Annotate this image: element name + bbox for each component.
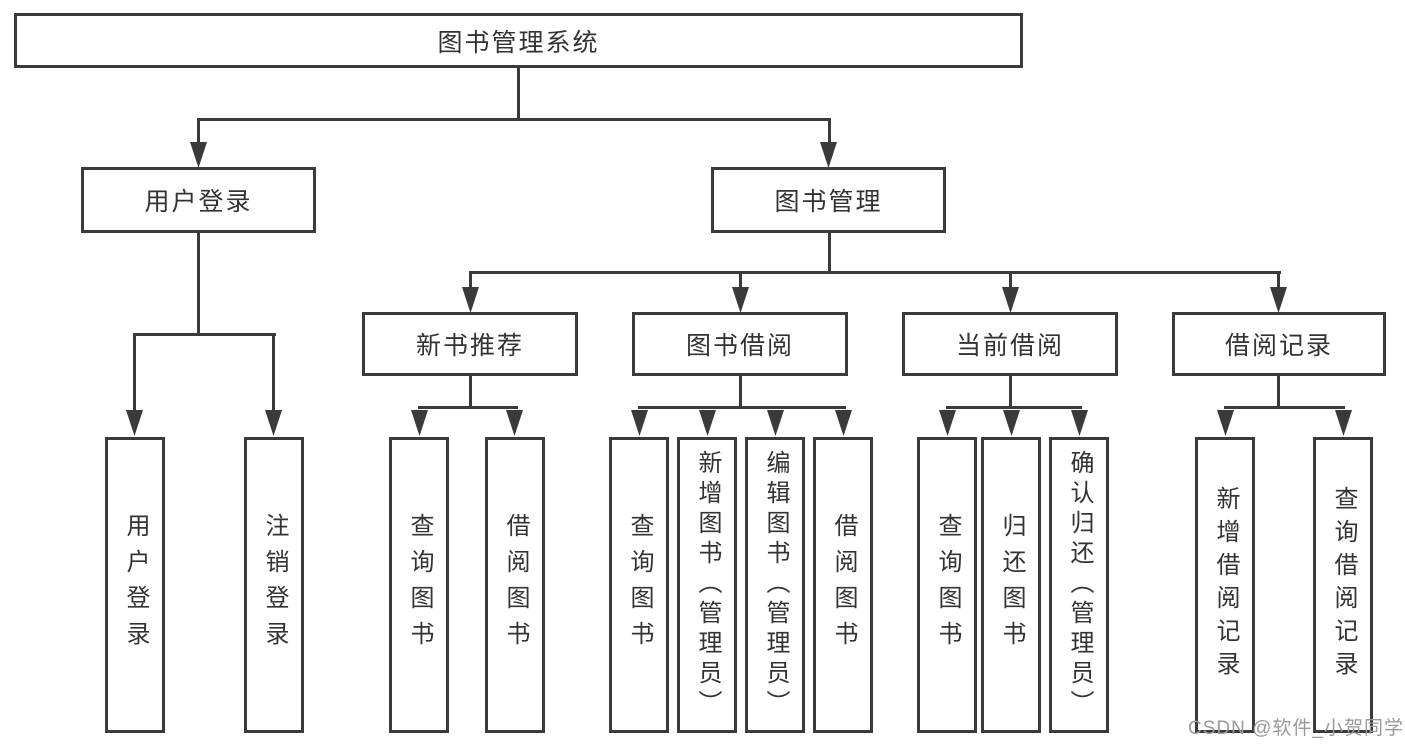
arrow-down-icon (1335, 410, 1352, 436)
arrow-down-icon (126, 410, 143, 436)
leaf-bb-add-books-admin: 新增图书（管理员） (677, 437, 737, 733)
connector-new-books-stem (469, 375, 472, 409)
arrow-down-icon (1002, 287, 1019, 313)
arrow-down-icon (699, 410, 716, 436)
connector-book-borrow-split (638, 406, 846, 409)
connector-borrow-records-split (1224, 406, 1345, 409)
watermark: CSDN @软件_小贺同学 (1188, 718, 1404, 739)
connector-new-books-split (418, 406, 518, 409)
connector-current-borrow-stem (1009, 375, 1012, 409)
node-book-mgmt-label: 图书管理 (774, 188, 883, 216)
node-book-borrow: 图书借阅 (632, 312, 848, 376)
arrow-down-icon (767, 410, 784, 436)
connector-borrow-records-stem (1277, 375, 1280, 409)
connector-drop-borrow-records (1277, 271, 1280, 291)
arrow-down-icon (462, 287, 479, 313)
arrow-down-icon (190, 142, 207, 168)
connector-level3-split (469, 271, 1281, 274)
connector-root-stem (517, 68, 520, 120)
arrow-down-icon (631, 410, 648, 436)
leaf-logout-login: 注销登录 (244, 437, 304, 733)
leaf-bb-query-books-label: 查询图书 (626, 513, 653, 657)
leaf-cb-return-books-label: 归还图书 (998, 513, 1025, 657)
leaf-nb-query-books: 查询图书 (389, 437, 449, 733)
leaf-br-query-record-label: 查询借阅记录 (1330, 486, 1357, 684)
node-root: 图书管理系统 (14, 13, 1023, 68)
node-book-mgmt: 图书管理 (711, 167, 946, 233)
arrow-down-icon (1071, 410, 1088, 436)
leaf-user-login-label: 用户登录 (122, 513, 149, 657)
connector-drop-current-borrow (1009, 271, 1012, 291)
leaf-cb-confirm-return-admin-label: 确认归还（管理员） (1066, 450, 1093, 720)
arrow-down-icon (506, 410, 523, 436)
leaf-br-add-record: 新增借阅记录 (1195, 437, 1255, 733)
leaf-nb-query-books-label: 查询图书 (406, 513, 433, 657)
connector-drop-leaf-logout (272, 333, 275, 413)
node-current-borrow-label: 当前借阅 (955, 332, 1064, 360)
connector-drop-book-mgmt (828, 118, 831, 146)
leaf-bb-edit-books-admin-label: 编辑图书（管理员） (762, 450, 789, 720)
node-current-borrow: 当前借阅 (902, 312, 1118, 376)
connector-level2-split (197, 118, 831, 121)
connector-drop-leaf-user-login (133, 333, 136, 413)
leaf-bb-borrow-books: 借阅图书 (813, 437, 873, 733)
leaf-nb-borrow-books-label: 借阅图书 (502, 513, 529, 657)
leaf-bb-borrow-books-label: 借阅图书 (830, 513, 857, 657)
node-root-label: 图书管理系统 (437, 28, 600, 57)
arrow-down-icon (1003, 410, 1020, 436)
arrow-down-icon (835, 410, 852, 436)
arrow-down-icon (939, 410, 956, 436)
leaf-nb-borrow-books: 借阅图书 (485, 437, 545, 733)
connector-book-borrow-stem (739, 375, 742, 409)
leaf-br-add-record-label: 新增借阅记录 (1212, 486, 1239, 684)
connector-current-borrow-split (946, 406, 1082, 409)
leaf-cb-return-books: 归还图书 (981, 437, 1041, 733)
leaf-cb-query-books-label: 查询图书 (934, 513, 961, 657)
arrow-down-icon (411, 410, 428, 436)
arrow-down-icon (265, 410, 282, 436)
leaf-br-query-record: 查询借阅记录 (1313, 437, 1373, 733)
leaf-bb-edit-books-admin: 编辑图书（管理员） (745, 437, 805, 733)
arrow-down-icon (1270, 287, 1287, 313)
leaf-cb-confirm-return-admin: 确认归还（管理员） (1049, 437, 1109, 733)
leaf-bb-add-books-admin-label: 新增图书（管理员） (694, 450, 721, 720)
leaf-cb-query-books: 查询图书 (917, 437, 977, 733)
leaf-logout-login-label: 注销登录 (261, 513, 288, 657)
node-user-login: 用户登录 (81, 167, 316, 233)
leaf-user-login: 用户登录 (105, 437, 165, 733)
connector-drop-book-borrow (739, 271, 742, 291)
connector-drop-new-books (469, 271, 472, 291)
arrow-down-icon (732, 287, 749, 313)
node-borrow-records: 借阅记录 (1172, 312, 1386, 376)
connector-user-login-stem (197, 232, 200, 336)
connector-user-login-split (133, 333, 276, 336)
node-new-books: 新书推荐 (362, 312, 578, 376)
connector-drop-user-login (197, 118, 200, 146)
node-user-login-label: 用户登录 (144, 188, 253, 216)
leaf-bb-query-books: 查询图书 (609, 437, 669, 733)
connector-book-mgmt-stem (828, 232, 831, 274)
node-new-books-label: 新书推荐 (415, 332, 524, 360)
node-borrow-records-label: 借阅记录 (1224, 332, 1333, 360)
arrow-down-icon (820, 142, 837, 168)
node-book-borrow-label: 图书借阅 (685, 332, 794, 360)
arrow-down-icon (1217, 410, 1234, 436)
